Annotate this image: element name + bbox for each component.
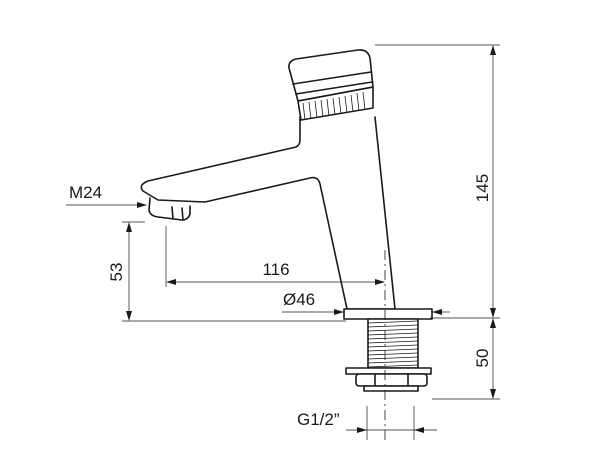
label-height-outlet: 53 <box>107 263 126 282</box>
dim-thread-m <box>66 202 147 208</box>
dim-height-total <box>375 44 500 319</box>
dim-base-diameter <box>282 309 450 315</box>
label-thread-g: G1/2” <box>297 410 340 429</box>
faucet-body <box>140 116 396 310</box>
dim-height-outlet <box>122 221 346 322</box>
dim-shank-length <box>432 318 500 400</box>
label-reach: 116 <box>262 260 289 279</box>
dim-reach <box>165 226 385 287</box>
base-plate <box>343 308 433 320</box>
label-shank-length: 50 <box>473 349 492 368</box>
push-button <box>288 49 374 121</box>
lock-nut <box>345 367 432 392</box>
label-base-diameter: Ø46 <box>283 290 315 309</box>
threaded-shank <box>367 318 419 369</box>
label-height-total: 145 <box>473 174 492 202</box>
dim-thread-g <box>346 406 437 440</box>
label-thread-m: M24 <box>69 183 102 202</box>
